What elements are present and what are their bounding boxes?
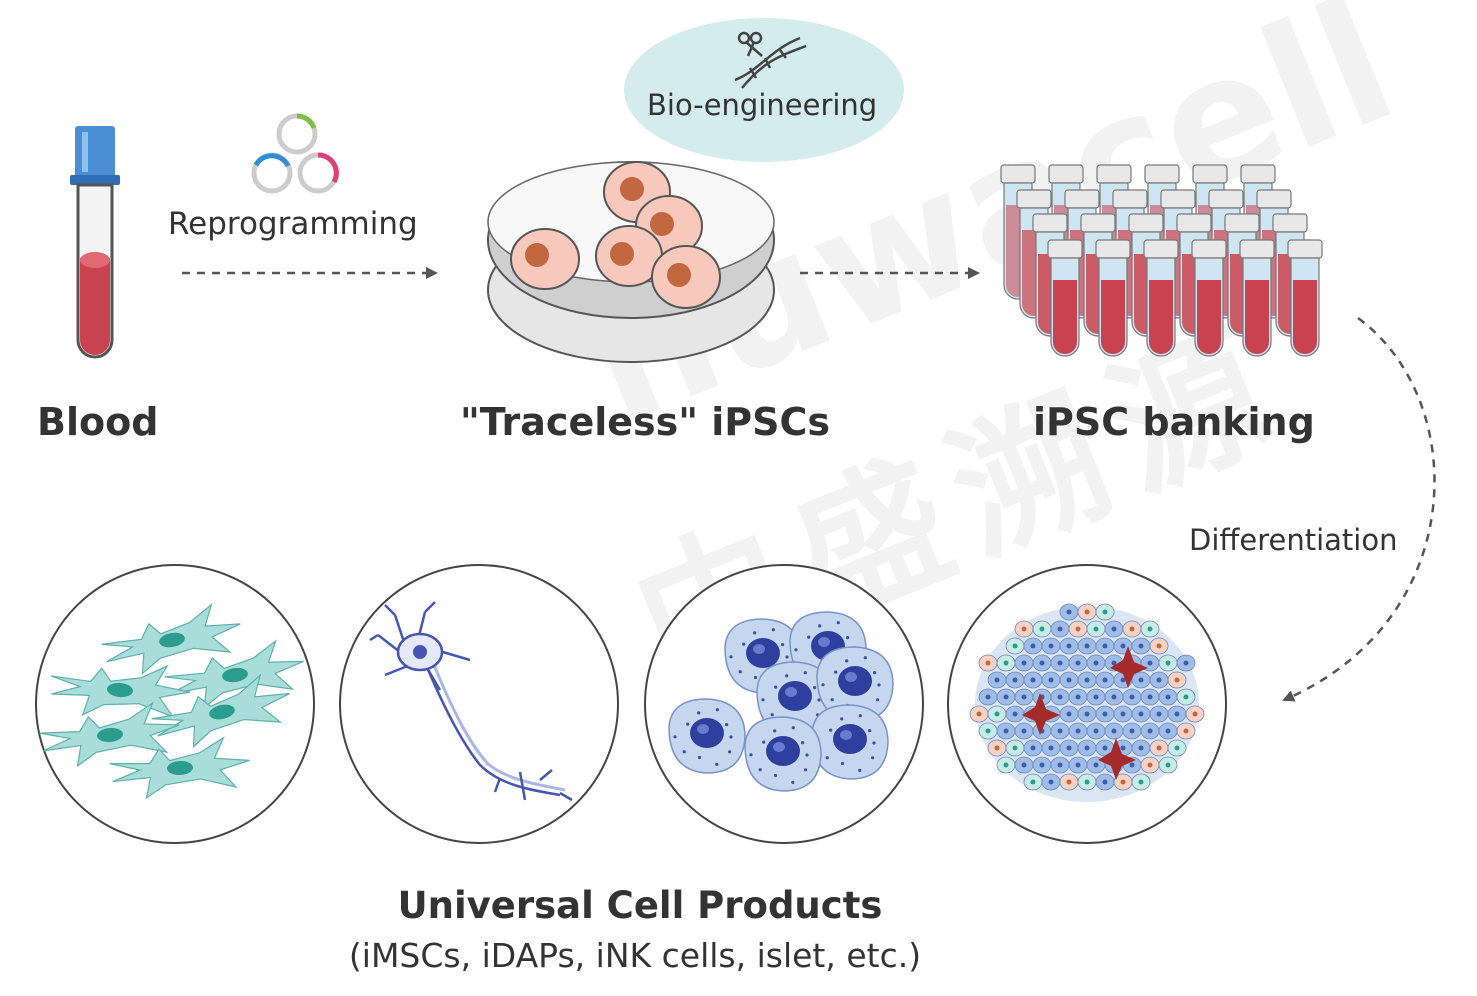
bank-tube [1047,239,1083,357]
bank-tube [1287,239,1323,357]
bank-tube [1239,239,1275,357]
msc-cell [151,673,290,749]
nk-cell [744,716,822,792]
ipsc-cell [651,245,721,309]
blood-tube-icon [70,126,120,359]
ipsc-bank-tubes-icon [1000,164,1323,357]
reprogramming-label: Reprogramming [168,206,418,242]
msc-cell [39,701,180,768]
islet-icon [969,603,1205,802]
products-subtitle: (iMSCs, iDAPs, iNK cells, islet, etc.) [348,936,922,975]
msc-cell [50,664,191,718]
products-title: Universal Cell Products [397,884,883,927]
neuron-panel [339,564,619,844]
msc-cell [101,602,241,676]
bioengineering-label: Bio-engineering [647,88,878,122]
bank-tube [1095,239,1131,357]
msc-cell [109,736,250,800]
neuron-icon [369,601,573,802]
bank-tube [1143,239,1179,357]
nk-cell [816,646,894,722]
dna-scissors-icon [734,31,807,89]
differentiation-label: Differentiation [1189,523,1398,557]
ipsc-banking-label: iPSC banking [1033,400,1315,444]
ipsc-cells [510,161,721,309]
msc-panel [35,564,315,844]
bank-tube [1191,239,1227,357]
msc-cell [164,639,304,709]
blood-label: Blood [37,400,159,444]
blood-vessel [1110,646,1148,688]
differentiation-arrow [1282,316,1436,702]
ipsc-cell [595,225,663,287]
msc-cells-icon [39,602,304,800]
blood-vessel [1098,738,1136,780]
ipsc-label: "Traceless" iPSCs [460,400,831,444]
nk-cell [668,698,746,774]
blood-vessel [1022,693,1060,735]
nk-cell [811,704,889,780]
plasmid-icon [251,113,339,194]
ipsc-cell [510,228,580,290]
nk-cells-icon [668,611,894,792]
